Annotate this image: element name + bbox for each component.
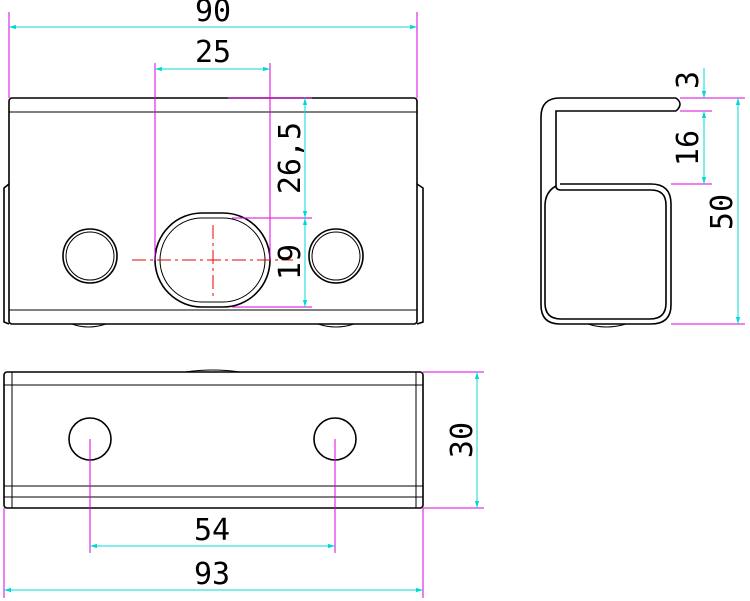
side-view-outer-profile (540, 97, 676, 325)
top-view: 54 93 30 (3, 369, 484, 598)
side-view-lip (675, 97, 681, 112)
top-view-body (3, 371, 424, 509)
front-view-foot-left (71, 323, 107, 328)
front-view-left-flange (3, 183, 10, 325)
dim-hole-spacing: 54 (194, 513, 230, 548)
dim-slot-height: 19 (273, 244, 308, 280)
front-view-hole-right (308, 228, 364, 284)
dim-top-depth: 30 (445, 422, 480, 458)
front-view-right-flange (416, 183, 424, 325)
side-view-inner-profile (544, 110, 676, 320)
side-view-foot (587, 323, 627, 328)
dim-side-height: 50 (705, 194, 740, 230)
front-view: 90 25 26,5 19 (3, 0, 424, 328)
front-view-hole-left (62, 228, 118, 284)
dim-slot-top-offset: 26,5 (273, 122, 308, 194)
side-view: 3 16 50 (540, 68, 745, 328)
dim-overall-length: 93 (194, 557, 230, 592)
dim-front-width: 90 (195, 0, 231, 29)
front-view-hole-right-inner (311, 231, 361, 281)
dim-side-gap: 16 (671, 130, 706, 166)
dim-slot-width: 25 (195, 35, 231, 70)
dim-side-lip: 3 (671, 71, 706, 89)
front-view-hole-left-inner (65, 231, 115, 281)
front-view-foot-right (317, 323, 355, 328)
top-view-top-notch (184, 369, 241, 373)
front-view-body (8, 97, 418, 325)
